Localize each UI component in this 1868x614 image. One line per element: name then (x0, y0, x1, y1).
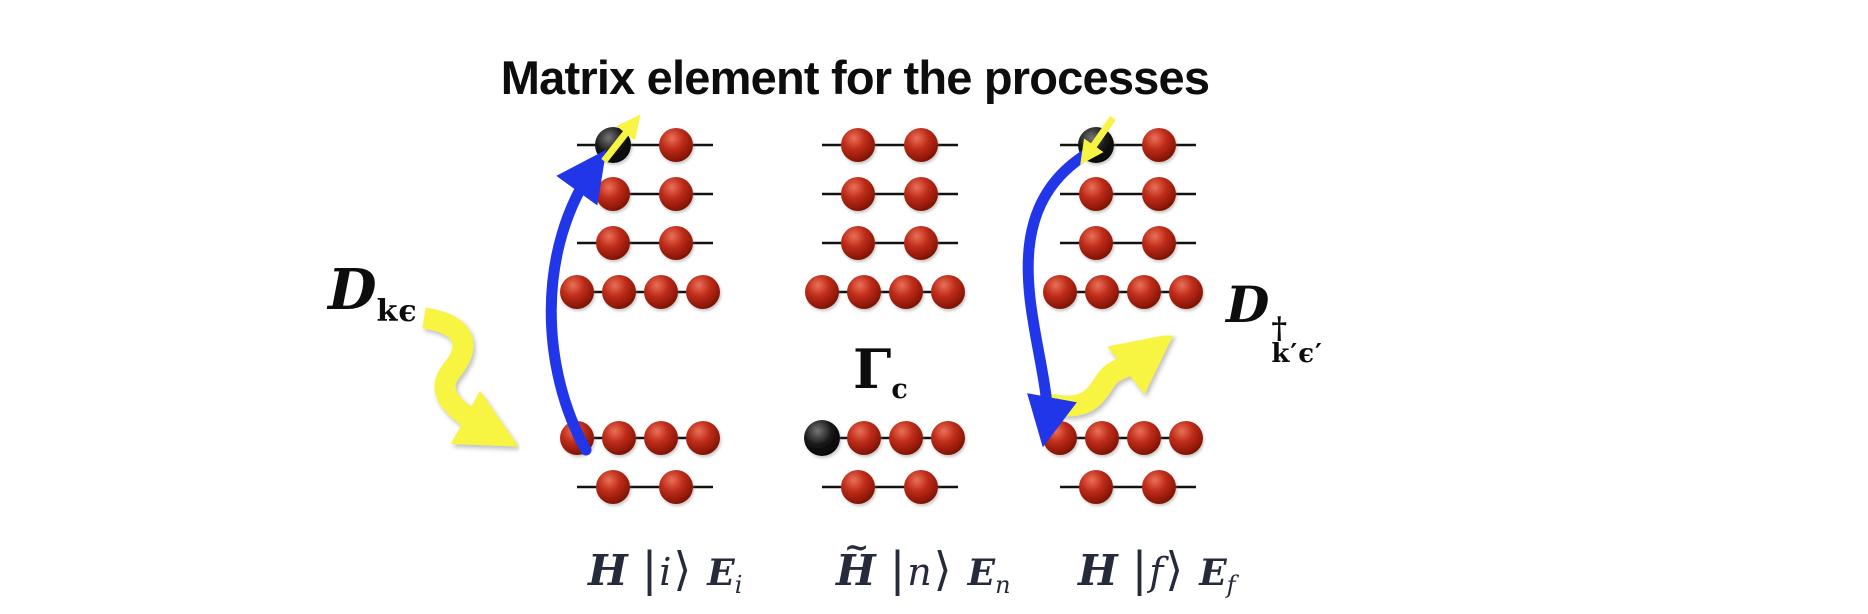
spin-arrow-final (1080, 115, 1116, 165)
electron-sphere (904, 226, 938, 260)
core-hole-gamma-label: Γc (853, 342, 908, 405)
electron-excitation-arrow (545, 149, 607, 456)
initial-state-label: H |i⟩ Ei (588, 546, 742, 599)
electron-sphere (1079, 226, 1113, 260)
electron-sphere (659, 470, 693, 504)
tilde-accent: ~ (844, 530, 870, 565)
electron-sphere (1169, 275, 1203, 309)
spin-arrow-initial (601, 114, 641, 164)
electron-sphere (841, 470, 875, 504)
electron-sphere (659, 226, 693, 260)
electron-sphere (659, 177, 693, 211)
electron-sphere (560, 275, 594, 309)
electron-sphere (1079, 177, 1113, 211)
electron-sphere (904, 128, 938, 162)
k-epsilon-subscript: kϵ (376, 294, 418, 329)
intermediate-state-label: ~H |n⟩ En (836, 530, 1011, 600)
hamiltonian-symbol: H (588, 546, 628, 595)
electron-sphere (1079, 470, 1113, 504)
ket-f: |f⟩ (1131, 542, 1184, 596)
gamma-subscript: c (891, 374, 908, 405)
energy-e-i: Ei (707, 552, 743, 599)
electron-sphere (659, 128, 693, 162)
dipole-absorption-operator-label: Dkϵ (328, 262, 418, 329)
energy-e-f: Ef (1199, 552, 1236, 599)
script-d-symbol: D (328, 257, 377, 323)
electron-sphere (1142, 128, 1176, 162)
electron-sphere (1169, 421, 1203, 455)
photon-absorption-arrow (422, 307, 519, 447)
electron-sphere (1127, 275, 1161, 309)
electron-relaxation-arrow (1022, 146, 1096, 448)
electron-sphere (1142, 226, 1176, 260)
electron-sphere (904, 177, 938, 211)
electron-sphere (1085, 275, 1119, 309)
electron-sphere (1142, 470, 1176, 504)
final-state-label: H |f⟩ Ef (1078, 546, 1236, 599)
k-prime-epsilon-prime-subscript: k′ϵ′ (1271, 338, 1323, 369)
electron-sphere (1043, 275, 1077, 309)
electron-sphere (644, 421, 678, 455)
electron-sphere (1127, 421, 1161, 455)
energy-e-n: En (967, 552, 1011, 599)
electron-sphere (841, 128, 875, 162)
panel-intermediate-state (804, 128, 965, 504)
ket-i: |i⟩ (641, 542, 692, 596)
dagger-superscript: † (1271, 311, 1288, 346)
hamiltonian-tilde-symbol: ~H (836, 530, 876, 595)
electron-sphere (686, 275, 720, 309)
electron-sphere (602, 275, 636, 309)
electron-sphere (841, 177, 875, 211)
slide-title: Matrix element for the processes (500, 51, 1210, 104)
script-d-symbol: D (1226, 275, 1270, 334)
electron-sphere (889, 421, 923, 455)
electron-sphere (1085, 421, 1119, 455)
electron-sphere (904, 470, 938, 504)
electron-sphere (644, 275, 678, 309)
hamiltonian-symbol: H (1078, 546, 1118, 595)
electron-sphere (931, 275, 965, 309)
photon-emission-arrow (1047, 333, 1175, 417)
electron-sphere (686, 421, 720, 455)
gamma-symbol: Γ (853, 337, 892, 401)
electron-sphere (602, 421, 636, 455)
electron-sphere (596, 177, 630, 211)
electron-sphere (1142, 177, 1176, 211)
ket-n: |n⟩ (889, 542, 952, 596)
electron-sphere (596, 226, 630, 260)
electron-sphere (931, 421, 965, 455)
dipole-emission-operator-label: D†k′ϵ′ (1226, 280, 1323, 368)
electron-sphere (847, 275, 881, 309)
electron-sphere (841, 226, 875, 260)
electron-sphere (847, 421, 881, 455)
electron-sphere (596, 470, 630, 504)
electron-sphere (889, 275, 923, 309)
panel-final-state (1043, 127, 1203, 504)
hole-sphere (804, 420, 840, 456)
electron-sphere (805, 275, 839, 309)
